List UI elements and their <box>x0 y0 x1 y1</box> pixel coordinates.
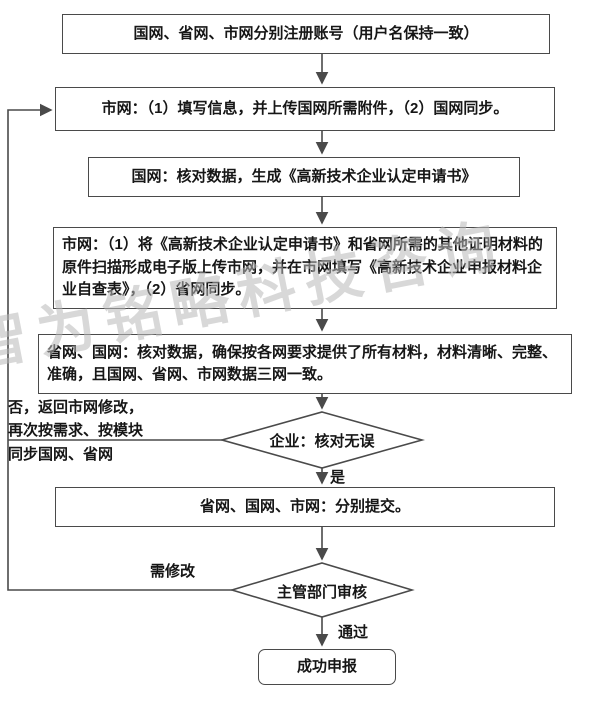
edge-label-pass: 通过 <box>338 624 369 641</box>
decision1-label: 企业：核对无误 <box>269 433 375 450</box>
node-citynet-upload-materials: 市网：（1）将《高新技术企业认定申请书》和省网所需的其他证明材料的原件扫描形成电… <box>53 227 557 309</box>
loop-decision2-to-step2 <box>7 103 232 591</box>
node-register-accounts: 国网、省网、市网分别注册账号（用户名保持一致） <box>62 14 550 54</box>
decision1-diamond <box>219 411 425 469</box>
edge-label-yes: 是 <box>330 469 346 486</box>
node-citynet-fill-info: 市网：（1）填写信息，并上传国网所需附件，（2）国网同步。 <box>55 87 555 131</box>
decision2-label: 主管部门审核 <box>276 584 367 601</box>
node-nationalnet-generate-application: 国网：核对数据，生成《高新技术企业认定申请书》 <box>88 157 520 197</box>
edge-label-need-fix: 需修改 <box>150 563 196 580</box>
node-verify-data-consistency: 省网、国网：核对数据，确保按各网要求提供了所有材料，材料清晰、完整、准确，且国网… <box>38 334 572 394</box>
node-success: 成功申报 <box>258 649 396 685</box>
decision2-diamond <box>229 562 415 618</box>
edge-label-no-loop: 否，返回市网修改， 再次按需求、按模块 同步国网、省网 <box>8 399 144 463</box>
node-submit-all-networks: 省网、国网、市网：分别提交。 <box>55 487 555 527</box>
